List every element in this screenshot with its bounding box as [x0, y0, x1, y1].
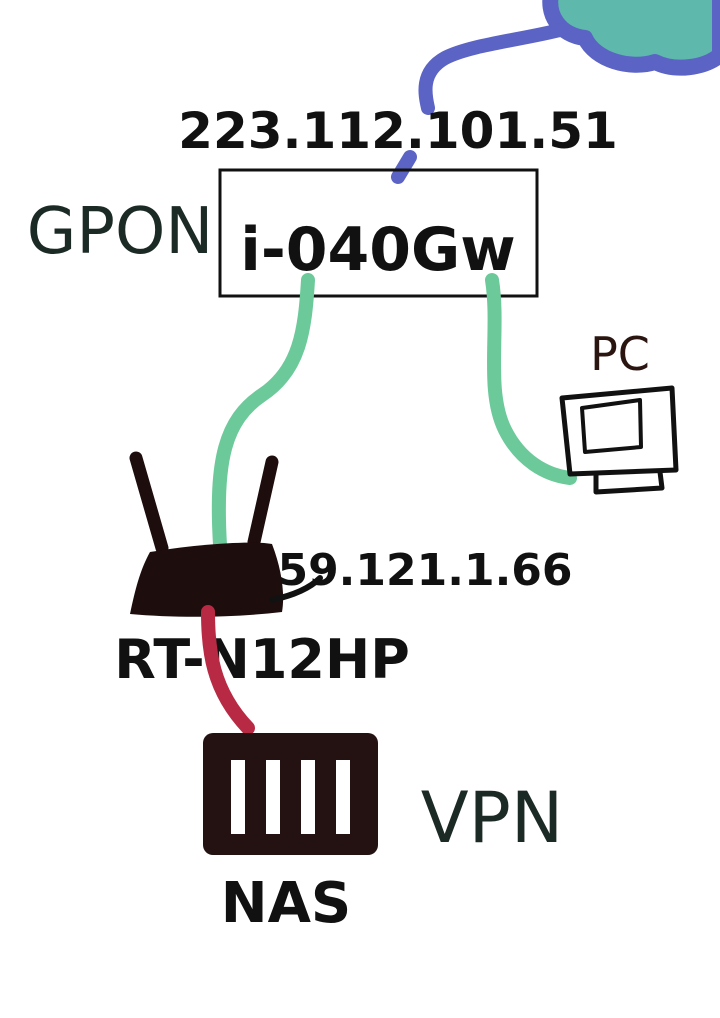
router-model-label: RT-N12HP	[114, 628, 410, 691]
nas-device	[203, 733, 378, 855]
gpon-model-label: i-040Gw	[240, 215, 515, 285]
nas-bay-3	[301, 760, 315, 834]
nas-body-icon	[203, 733, 378, 855]
wan-link	[418, 23, 567, 115]
router-ip-label: 59.121.1.66	[277, 545, 572, 596]
internet-ip-label: 223.112.101.51	[178, 102, 618, 160]
gpon-label: GPON	[27, 195, 213, 269]
nas-bay-2	[266, 760, 280, 834]
pc-computer: PC	[559, 327, 679, 495]
pc-label: PC	[590, 327, 650, 381]
lan-link-router	[211, 273, 315, 552]
nas-bay-4	[336, 760, 350, 834]
router-pointer-line	[269, 575, 323, 603]
router-device	[129, 451, 323, 617]
pc-stand-icon	[593, 471, 665, 495]
lan-link-pc	[485, 273, 577, 485]
router-body-icon	[130, 542, 284, 617]
wan-link-entry	[391, 150, 417, 184]
router-antenna-left-icon	[129, 451, 169, 555]
gpon-box	[218, 168, 539, 298]
pc-screen-icon	[580, 398, 643, 454]
nas-label: NAS	[221, 871, 352, 936]
vpn-label: VPN	[421, 777, 563, 859]
nas-link	[201, 605, 255, 735]
router-antenna-right-icon	[247, 455, 279, 549]
nas-bay-1	[231, 760, 245, 834]
gpon-modem: i-040Gw	[218, 168, 539, 298]
internet-cloud	[542, 0, 720, 76]
cloud-icon	[542, 0, 720, 76]
